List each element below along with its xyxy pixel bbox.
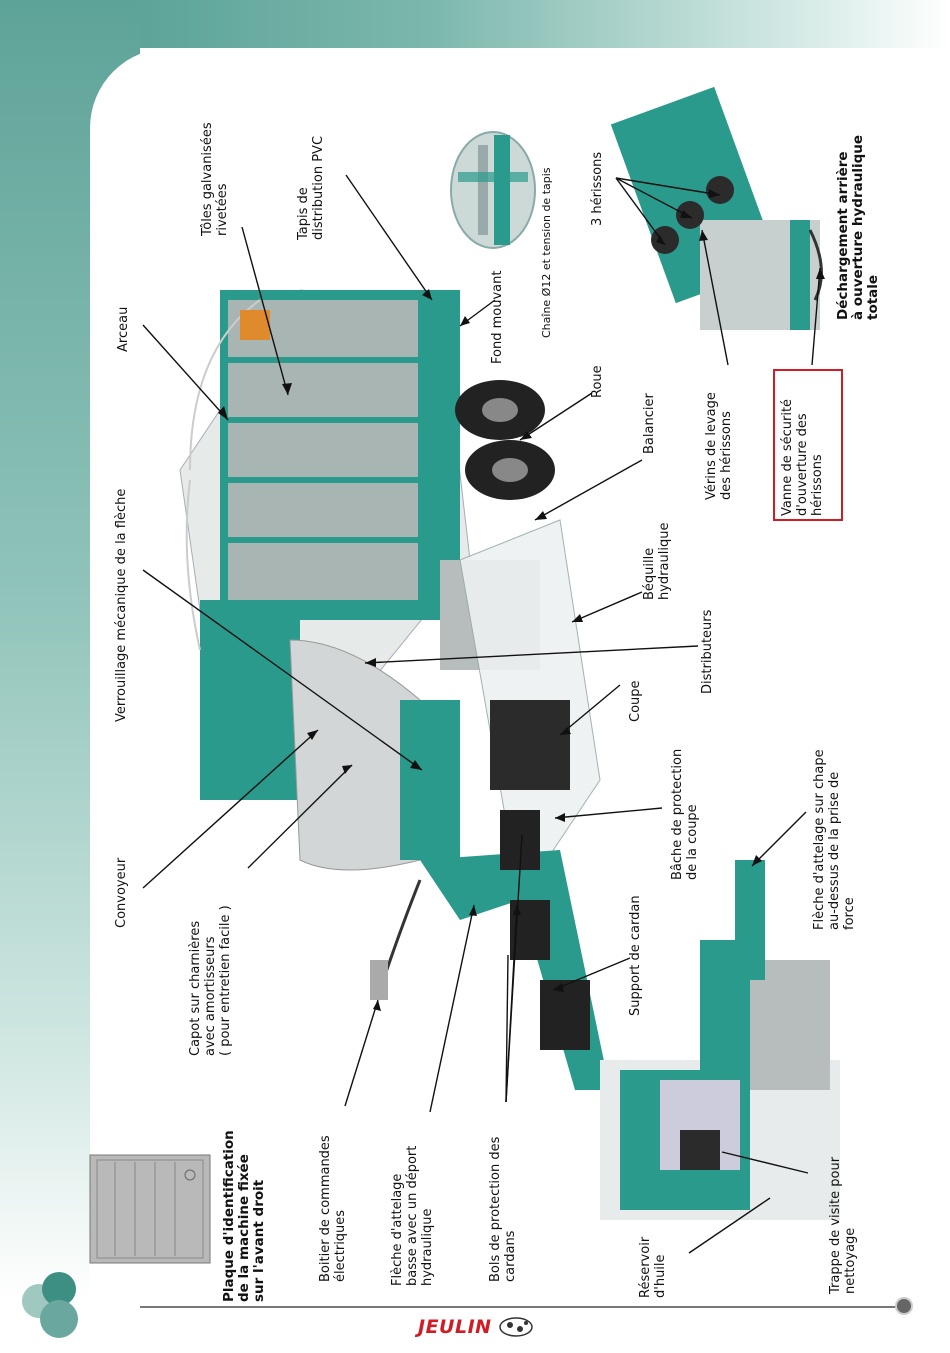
leader-lines (142, 174, 821, 1254)
label-herissons: 3 hérissons (590, 151, 605, 226)
label-dechargement: Déchargement arrière à ouverture hydraul… (835, 134, 881, 320)
circle-decoration (40, 1300, 78, 1338)
label-bache: Bâche de protection de la coupe (670, 748, 700, 880)
rear-detail-photo (610, 86, 823, 330)
label-fleche-basse: Flèche d'attelage basse avec un déport h… (390, 1145, 435, 1286)
vanne-highlight-box (773, 369, 843, 521)
arrow-heads (218, 189, 825, 1011)
label-convoyeur: Convoyeur (114, 857, 129, 928)
label-distributeurs: Distributeurs (700, 609, 715, 694)
label-roue: Roue (590, 365, 605, 398)
label-capot: Capot sur charnières avec amortisseurs (… (188, 905, 233, 1056)
label-arceau: Arceau (116, 306, 131, 352)
label-verins: Vérins de levage des hérissons (704, 392, 734, 500)
label-toles: Tôles galvanisées rivetées (200, 122, 230, 236)
front-detail-photo (600, 860, 840, 1220)
label-support-cardan: Support de cardan (628, 895, 643, 1016)
label-verrouillage: Verrouillage mécanique de la flèche (114, 488, 129, 722)
label-tapis: Tapis de distribution PVC (296, 135, 326, 240)
label-bequille: Béquille hydraulique (642, 522, 672, 600)
plate-caption: Plaque d'identification de la machine fi… (221, 1130, 267, 1302)
label-boitier: Boitier de commandes électriques (318, 1135, 348, 1282)
header-band (0, 0, 950, 48)
label-bols: Bols de protection des cardans (488, 1136, 518, 1282)
label-chaine: Chaîne Ø12 et tension de tapis (540, 167, 553, 338)
label-fleche-chape: Flèche d'attelage sur chape au-dessus de… (812, 749, 857, 930)
footer-dot (895, 1297, 913, 1315)
label-coupe: Coupe (628, 680, 643, 722)
label-reservoir: Réservoir d'huile (638, 1236, 668, 1298)
footer-rule (140, 1306, 900, 1308)
label-trappe: Trappe de visite pour nettoyage (828, 1156, 858, 1294)
cow-mascot-icon (499, 1317, 533, 1337)
label-vanne: Vanne de sécurité d'ouverture des hériss… (780, 398, 825, 516)
identification-plate (89, 1154, 211, 1264)
chain-detail-photo (450, 131, 536, 249)
label-balancier: Balancier (642, 393, 657, 454)
main-machine-photo (179, 289, 610, 1090)
brand-logo: JEULIN (418, 1316, 492, 1338)
label-fond-mouvant: Fond mouvant (490, 270, 505, 364)
